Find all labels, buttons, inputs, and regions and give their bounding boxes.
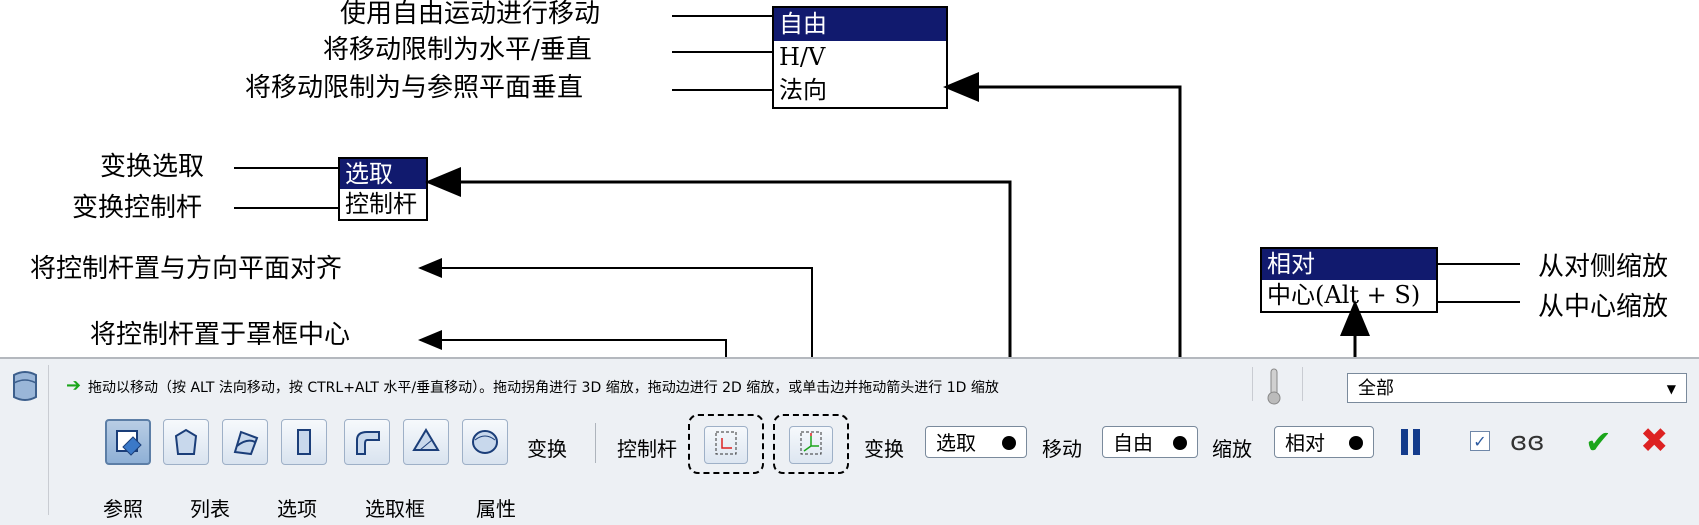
scale-mode-value: 相对 xyxy=(1285,431,1325,455)
tab-properties[interactable]: 属性 xyxy=(476,497,516,521)
transform-icon xyxy=(116,430,142,456)
warp-warp-button[interactable] xyxy=(163,419,209,465)
tab-list[interactable]: 列表 xyxy=(190,497,230,521)
warp-transform-button[interactable] xyxy=(105,419,151,465)
transform-label: 变换 xyxy=(527,437,567,461)
menu-item-normal[interactable]: 法向 xyxy=(779,76,827,104)
warp-bend-button[interactable] xyxy=(344,419,390,465)
divider xyxy=(1302,367,1303,401)
annotation-scale-opposite: 从对侧缩放 xyxy=(1538,252,1669,282)
scale-menu: 相对 中心(Alt + S) xyxy=(1260,247,1438,313)
preview-checkbox[interactable]: ✓ xyxy=(1470,431,1490,451)
align-dragger-button-highlight xyxy=(773,414,849,474)
toolbar-separator xyxy=(595,423,596,463)
move-label: 移动 xyxy=(1042,437,1082,461)
transform-menu: 选取 控制杆 xyxy=(338,157,428,221)
twist-icon xyxy=(412,428,440,451)
scale-mode-select[interactable]: 相对 xyxy=(1274,426,1374,458)
menu-item-center[interactable]: 中心(Alt + S) xyxy=(1267,281,1421,309)
transform-mode-label: 变换 xyxy=(864,437,904,461)
annotation-scale-center: 从中心缩放 xyxy=(1538,292,1669,322)
transform-mode-select[interactable]: 选取 xyxy=(925,426,1027,458)
tab-marquee[interactable]: 选取框 xyxy=(365,497,425,521)
dragger-label: 控制杆 xyxy=(617,437,677,461)
cancel-button[interactable]: ✖ xyxy=(1640,421,1669,461)
menu-item-relative[interactable]: 相对 xyxy=(1262,249,1436,280)
warp-stretch-button[interactable] xyxy=(281,419,327,465)
transform-mode-value: 选取 xyxy=(936,431,976,455)
tab-options[interactable]: 选项 xyxy=(277,497,317,521)
status-message: 拖动以移动（按 ALT 法向移动，按 CTRL+ALT 水平/垂直移动）。拖动拐… xyxy=(88,380,999,396)
warp-icon xyxy=(174,428,198,455)
menu-item-dragger[interactable]: 控制杆 xyxy=(345,190,417,218)
callout-dot xyxy=(1349,436,1363,450)
divider xyxy=(1252,367,1253,401)
annotation-align-dragger: 将控制杆置与方向平面对齐 xyxy=(30,254,343,284)
chevron-down-icon[interactable]: ▼ xyxy=(1666,382,1676,396)
menu-item-select[interactable]: 选取 xyxy=(340,159,426,189)
annotation-move-free: 使用自由运动进行移动 xyxy=(340,0,601,29)
filter-dropdown[interactable]: 全部 ▼ xyxy=(1347,373,1687,403)
warp-twist-button[interactable] xyxy=(403,419,449,465)
thermometer-icon xyxy=(1267,368,1281,405)
warp-feature-icon xyxy=(13,371,37,401)
ok-button[interactable]: ✔ xyxy=(1585,423,1612,461)
annotation-center-dragger: 将控制杆置于罩框中心 xyxy=(90,320,351,350)
annotation-transform-select: 变换选取 xyxy=(100,152,205,182)
callout-dot xyxy=(1173,436,1187,450)
pause-button[interactable] xyxy=(1400,429,1422,455)
glasses-icon[interactable]: ɞɞ xyxy=(1510,427,1545,457)
warp-dashboard: ➔ 拖动以移动（按 ALT 法向移动，按 CTRL+ALT 水平/垂直移动）。拖… xyxy=(0,357,1699,525)
bend-icon xyxy=(356,431,380,455)
move-mode-menu: 自由 H/V 法向 xyxy=(772,6,948,109)
annotation-move-normal: 将移动限制为与参照平面垂直 xyxy=(245,73,584,103)
message-arrow-icon: ➔ xyxy=(66,375,82,396)
menu-item-free[interactable]: 自由 xyxy=(774,8,946,41)
align-dragger-icon xyxy=(800,431,822,455)
center-dragger-button-highlight xyxy=(688,414,764,474)
warp-sculpt-button[interactable] xyxy=(462,419,508,465)
dashboard-separator xyxy=(48,365,49,515)
move-mode-select[interactable]: 自由 xyxy=(1102,426,1198,458)
tab-references[interactable]: 参照 xyxy=(103,497,143,521)
annotation-transform-dragger: 变换控制杆 xyxy=(72,193,203,223)
menu-item-hv[interactable]: H/V xyxy=(779,43,826,71)
stretch-icon xyxy=(297,429,311,455)
callout-dot xyxy=(1002,436,1016,450)
filter-value: 全部 xyxy=(1358,378,1394,399)
sculpt-icon xyxy=(472,430,498,454)
warp-spine-button[interactable] xyxy=(222,419,268,465)
annotation-move-hv: 将移动限制为水平/垂直 xyxy=(323,35,592,65)
scale-label: 缩放 xyxy=(1212,437,1252,461)
spine-icon xyxy=(233,430,259,456)
move-mode-value: 自由 xyxy=(1113,431,1153,455)
center-dragger-icon xyxy=(715,431,737,455)
